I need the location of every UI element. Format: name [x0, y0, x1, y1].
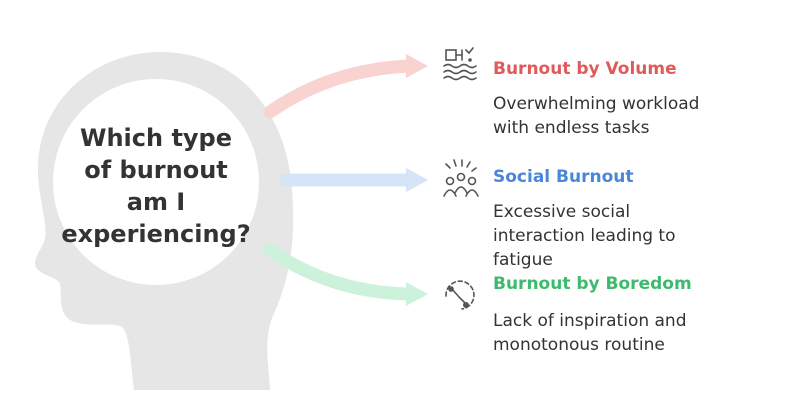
option-title-social: Social Burnout — [493, 167, 634, 187]
option-title-volume: Burnout by Volume — [493, 59, 677, 79]
arrow-social — [279, 168, 428, 192]
option-description-social: Excessive social interaction leading to … — [493, 200, 676, 272]
overflowing-tasks-icon — [443, 47, 477, 81]
description-line: Overwhelming workload — [493, 94, 700, 114]
people-group-icon — [443, 159, 479, 197]
central-question: Which type of burnout am I experiencing? — [58, 122, 254, 250]
option-description-volume: Overwhelming workload with endless tasks — [493, 92, 699, 140]
description-line: fatigue — [493, 250, 553, 270]
question-line: of burnout — [84, 156, 228, 184]
description-line: monotonous routine — [493, 335, 665, 355]
arrow-boredom — [263, 243, 428, 306]
thought-circle — [49, 75, 263, 289]
clock-stagnant-icon — [445, 280, 475, 310]
description-line: Lack of inspiration and — [493, 311, 687, 331]
question-line: experiencing? — [61, 220, 251, 248]
question-line: Which type — [79, 124, 233, 152]
question-line: am I — [126, 188, 186, 216]
description-line: Excessive social — [493, 202, 631, 222]
option-description-boredom: Lack of inspiration and monotonous routi… — [493, 309, 687, 357]
description-line: interaction leading to — [493, 226, 676, 246]
description-line: with endless tasks — [493, 118, 650, 138]
option-title-boredom: Burnout by Boredom — [493, 274, 692, 294]
arrow-volume — [263, 54, 428, 119]
